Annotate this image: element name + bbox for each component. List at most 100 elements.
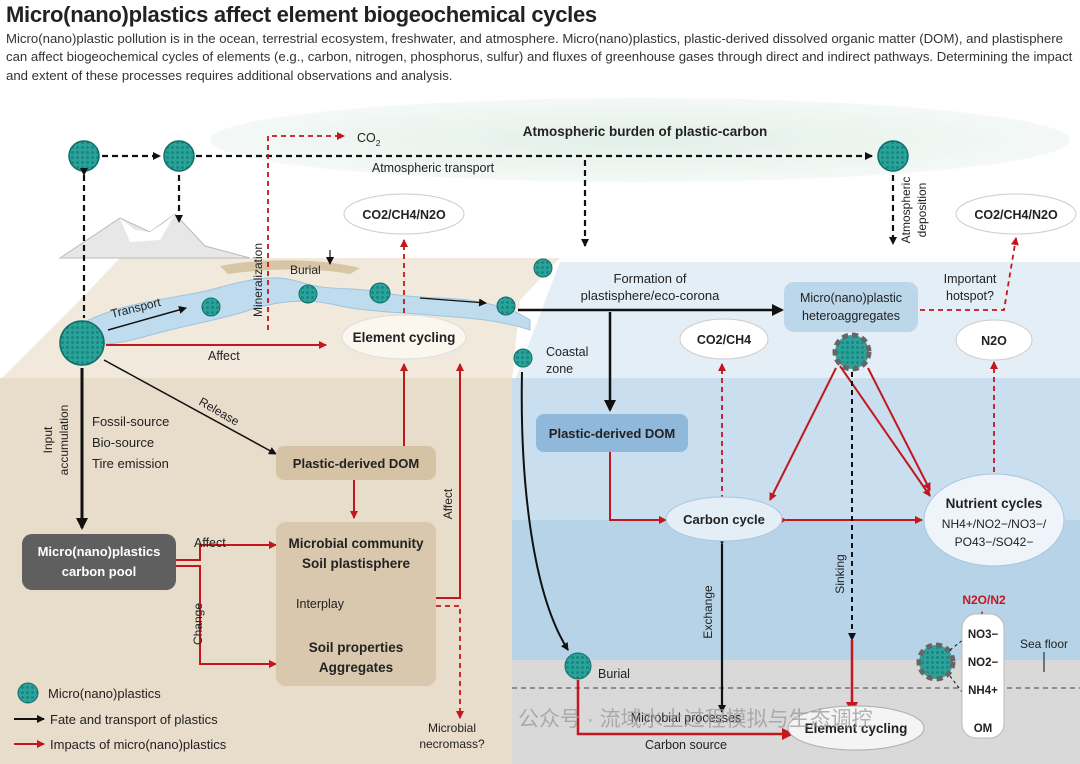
- ocean-ghg-bubble: [955, 193, 1077, 235]
- ocean-burial-label: Burial: [598, 667, 630, 681]
- nitrogen-chain-box: [961, 613, 1005, 739]
- pool-affect-label: Affect: [194, 536, 226, 550]
- formation-label-2: plastisphere/eco-corona: [581, 288, 721, 303]
- mineralization-arrow: [267, 132, 345, 330]
- nutrient-cycles-bubble: [923, 473, 1065, 567]
- land-ghg-label: CO2/CH4/N2O: [362, 208, 446, 222]
- om-label: OM: [974, 723, 993, 735]
- input-label-2: accumulation: [57, 405, 71, 476]
- ocean-ghg-label: CO2/CH4/N2O: [974, 208, 1058, 222]
- n2o-bubble: [955, 319, 1033, 361]
- hotspot-label-1: Important: [944, 272, 997, 286]
- particle-river-4: [496, 296, 516, 316]
- interplay-label: Interplay: [296, 597, 345, 611]
- heteroaggregate-particle-top: [832, 332, 872, 372]
- page-title: Micro(nano)plastics affect element bioge…: [6, 2, 597, 27]
- carbon-cycle-bubble: [665, 496, 783, 542]
- affect-vertical-label: Affect: [441, 488, 455, 519]
- co2-ch4-bubble: [679, 318, 769, 360]
- legend-impacts-label: Impacts of micro(nano)plastics: [50, 737, 227, 752]
- source-tire: Tire emission: [92, 456, 169, 471]
- legend-fate-label: Fate and transport of plastics: [50, 712, 218, 727]
- hetero-label-1: Micro(nano)plastic: [800, 291, 902, 305]
- particle-river-1: [201, 297, 221, 317]
- deposition-label-1: Atmospheric: [899, 177, 913, 244]
- source-fossil: Fossil-source: [92, 414, 169, 429]
- deposition-label-2: deposition: [915, 183, 929, 238]
- coastal-label-1: Coastal: [546, 345, 588, 359]
- ocean-dom-label: Plastic-derived DOM: [549, 426, 675, 441]
- header: Micro(nano)plastics affect element bioge…: [0, 0, 1080, 92]
- exchange-label: Exchange: [701, 585, 715, 639]
- nh4-label: NH4+: [968, 685, 998, 697]
- particle-top-right: [877, 140, 909, 172]
- atmosphere-cloud: [210, 98, 1070, 182]
- hetero-nutrient-arrow-2: [839, 365, 931, 497]
- microbial-box: [276, 522, 436, 686]
- carbon-pool-box: [22, 534, 176, 590]
- coastal-label-2: zone: [546, 362, 573, 376]
- page-subtitle: Micro(nano)plastic pollution is in the o…: [6, 31, 1073, 83]
- watermark: 公众号 · 流域水土过程模拟与生态调控: [518, 708, 873, 731]
- microbial-label-1: Microbial community: [288, 536, 424, 551]
- particle-river-2: [298, 284, 318, 304]
- microbial-label-2: Soil plastisphere: [302, 556, 411, 571]
- burial-sediment: [220, 260, 360, 274]
- sinking-label: Sinking: [833, 554, 847, 593]
- carbon-pool-label-2: carbon pool: [62, 564, 136, 579]
- nutrient-line-1: NH4+/NO2−/NO3−/: [942, 517, 1047, 531]
- n2o-n2-label: N2O/N2: [962, 593, 1006, 607]
- source-bio: Bio-source: [92, 435, 154, 450]
- co2-ch4-label: CO2/CH4: [697, 333, 751, 347]
- hotspot-label-2: hotspot?: [946, 289, 994, 303]
- ocean-dom-carbon-arrow: [609, 450, 667, 524]
- particle-top-left: [68, 140, 100, 172]
- particle-top-mid: [163, 140, 195, 172]
- heteroaggregate-particle-floor: [916, 642, 956, 682]
- necromass-label-2: necromass?: [419, 737, 485, 751]
- river-flow-arrow: [419, 297, 487, 307]
- transport-arrow: [107, 306, 187, 331]
- atm-burden-label: Atmospheric burden of plastic-carbon: [523, 124, 768, 139]
- hotspot-arrow: [920, 237, 1019, 311]
- particle-coastal-zone: [513, 348, 533, 368]
- necromass-label-1: Microbial: [428, 721, 476, 735]
- pool-affect-arrow: [176, 541, 277, 561]
- carbon-cycle-label: Carbon cycle: [683, 512, 765, 527]
- carbon-pool-label-1: Micro(nano)plastics: [38, 544, 161, 559]
- burial-label: Burial: [290, 263, 321, 277]
- microbial-processes-label: Microbial processes: [631, 711, 741, 725]
- heteroaggregates-box: [784, 282, 918, 332]
- atm-transport-label: Atmospheric transport: [372, 161, 495, 175]
- hetero-carbon-arrow: [769, 367, 837, 501]
- particle-coast-top: [533, 258, 553, 278]
- soil-label-1: Soil properties: [309, 640, 404, 655]
- no2-label: NO2−: [968, 657, 999, 669]
- mountain-snow: [120, 214, 175, 242]
- formation-label-1: Formation of: [614, 271, 687, 286]
- carbon-source-label: Carbon source: [645, 738, 727, 752]
- particle-river-3: [369, 282, 391, 304]
- carbon-source-arrow: [576, 680, 794, 740]
- no3-label: NO3−: [968, 629, 999, 641]
- land-ghg-bubble: [343, 193, 465, 235]
- n2o-label: N2O: [981, 334, 1007, 348]
- land-dom-label: Plastic-derived DOM: [293, 456, 419, 471]
- element-cycling-top: [341, 314, 467, 360]
- affect-label: Affect: [208, 349, 240, 363]
- mineralization-label: Mineralization: [251, 243, 265, 317]
- land-dom-box: [276, 446, 436, 480]
- biogeochemical-diagram: Atmospheric burden of plastic-carbon Atm…: [0, 98, 1080, 764]
- affect-vertical-arrow: [436, 363, 464, 599]
- nutrient-line-2: PO43−/SO42−: [955, 535, 1034, 549]
- hetero-label-2: heteroaggregates: [802, 309, 900, 323]
- legend-particles-label: Micro(nano)plastics: [48, 686, 161, 701]
- release-arrow: [103, 359, 277, 455]
- particle-land-large: [59, 320, 105, 366]
- soil-label-2: Aggregates: [319, 660, 393, 675]
- element-cycling-bottom: [787, 705, 925, 751]
- hetero-nutrient-arrow: [867, 367, 931, 491]
- legend-particle-icon: [17, 682, 39, 704]
- co2-gas-label: CO2: [357, 131, 381, 148]
- element-cycling-top-label: Element cycling: [353, 330, 456, 345]
